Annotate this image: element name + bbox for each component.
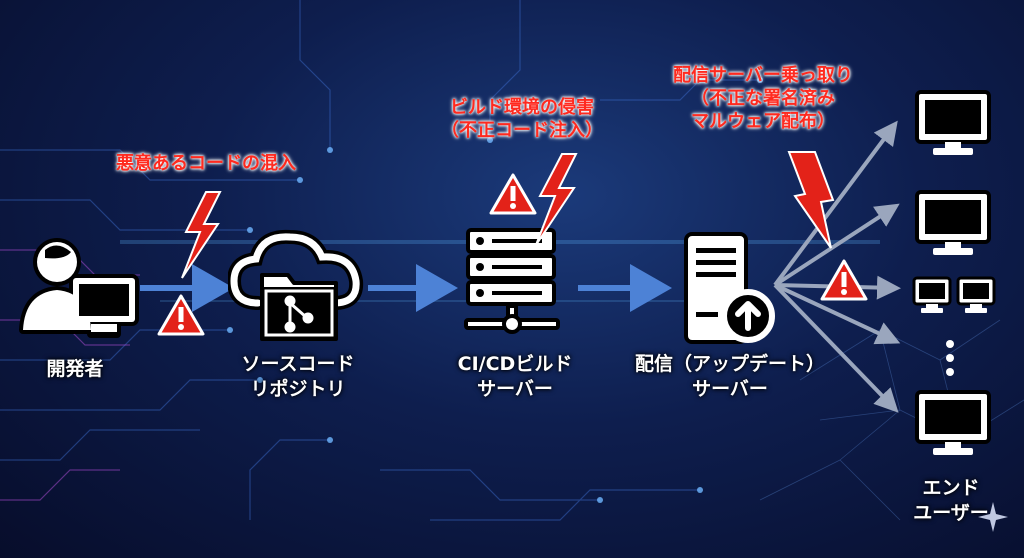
arrow-dist-to-user-4 [774, 283, 901, 345]
threat-dist-hijack-line-3: マルウェア配布） [691, 111, 835, 132]
upload-server-icon [684, 232, 775, 344]
warning-icon [489, 173, 537, 215]
arrow-dist-to-user-2 [773, 203, 900, 287]
threat-build-env: ビルド環境の侵害 （不正コード注入） [412, 96, 632, 142]
lightning-icon [535, 153, 578, 246]
sparkle-icon [978, 502, 1008, 532]
node-dist-server-label: 配信（アップデート） サーバー [620, 352, 840, 402]
node-ci-server-label: CI/CDビルド サーバー [440, 352, 590, 402]
lightning-icon [787, 151, 835, 249]
lightning-icon [181, 191, 222, 279]
node-repository-line-1: ソースコード [241, 353, 355, 375]
server-rack-icon [464, 228, 560, 334]
monitor-icon [915, 190, 991, 255]
threat-malicious-code: 悪意あるコードの混入 [116, 153, 296, 174]
node-ci-server-line-1: CI/CDビルド [457, 353, 573, 375]
node-dist-server-line-2: サーバー [692, 378, 768, 400]
warning-icon [157, 294, 205, 336]
cloud-folder-git-icon [228, 229, 364, 341]
node-end-user-line-1: エンド [922, 477, 980, 499]
monitor-icon [915, 90, 991, 155]
warning-icon [820, 259, 868, 301]
node-repository-line-2: リポジトリ [250, 378, 346, 400]
node-ci-server-line-2: サーバー [477, 378, 553, 400]
node-dist-server-line-1: 配信（アップデート） [634, 353, 825, 375]
node-end-user-line-2: ユーザー [913, 502, 989, 524]
monitor-icon [912, 276, 996, 313]
node-end-user-label: エンド ユーザー [896, 476, 1006, 526]
threat-dist-hijack: 配信サーバー乗っ取り （不正な署名済み マルウェア配布） [648, 64, 878, 133]
threat-dist-hijack-line-1: 配信サーバー乗っ取り [673, 65, 853, 86]
developer-icon [19, 238, 139, 338]
monitor-icon [915, 390, 991, 455]
arrow-dist-to-user-5 [773, 283, 899, 413]
ellipsis-icon [946, 340, 954, 376]
node-repository-label: ソースコード リポジトリ [218, 352, 378, 402]
node-developer-label: 開発者 [46, 358, 104, 380]
threat-build-env-line-1: ビルド環境の侵害 [450, 97, 594, 118]
threat-dist-hijack-line-2: （不正な署名済み [691, 88, 835, 109]
threat-build-env-line-2: （不正コード注入） [441, 120, 603, 141]
arrow-dist-to-user-1 [773, 120, 898, 287]
